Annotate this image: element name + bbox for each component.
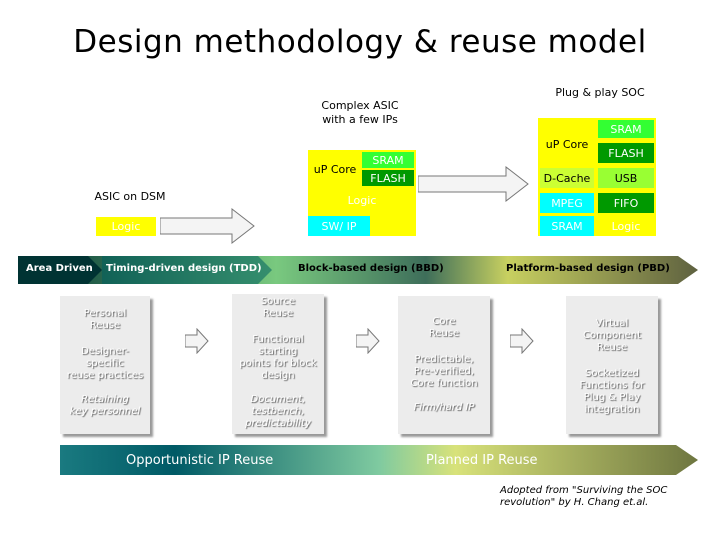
complex-asic-sw-ip: SW/ IP bbox=[308, 216, 370, 236]
card-mid-line: integration bbox=[584, 404, 640, 415]
card-mid-line: reuse practices bbox=[66, 370, 144, 381]
card-arrow-1 bbox=[185, 328, 209, 354]
soc-sram-top: SRAM bbox=[598, 120, 654, 138]
card-heading-line: Personal bbox=[83, 308, 127, 319]
reuse-bar-left-label: Opportunistic IP Reuse bbox=[126, 453, 274, 468]
soc-dcache: D-Cache bbox=[540, 168, 594, 188]
card-heading-line: Component bbox=[582, 330, 642, 341]
plug-play-soc-caption: Plug & play SOC bbox=[555, 86, 645, 99]
source-credit: Adopted from "Surviving the SOC revoluti… bbox=[500, 485, 667, 509]
card-heading-line: Reuse bbox=[262, 308, 294, 319]
complex-asic-flash: FLASH bbox=[362, 170, 414, 186]
card-mid-line: design bbox=[261, 370, 295, 381]
phase-pbd: Platform-based design (PBD) bbox=[506, 263, 670, 274]
card-mid-line: Pre-verified, bbox=[413, 366, 475, 377]
card-mid-line: specific bbox=[86, 358, 124, 369]
card-mid-line: Functional bbox=[252, 334, 304, 345]
card-mid-line: Core function bbox=[410, 378, 478, 389]
card-heading-line: Source bbox=[260, 296, 296, 307]
card-heading-line: Virtual bbox=[595, 318, 629, 329]
reuse-bar-arrow bbox=[60, 445, 698, 475]
card-heading-line: Core bbox=[432, 316, 456, 327]
phase-area-driven: Area Driven bbox=[26, 263, 93, 274]
reuse-card-core: Core Reuse Predictable, Pre-verified, Co… bbox=[398, 296, 490, 434]
complex-asic-up-core: uP Core bbox=[310, 152, 360, 186]
soc-flash: FLASH bbox=[598, 143, 654, 163]
card-bottom-line: Document, bbox=[250, 394, 306, 405]
card-mid-line: Designer- bbox=[81, 346, 129, 357]
soc-logic: Logic bbox=[598, 216, 654, 236]
phase-bbd: Block-based design (BBD) bbox=[298, 263, 444, 274]
soc-fifo: FIFO bbox=[598, 193, 654, 213]
source-credit-line2: revolution" by H. Chang et.al. bbox=[500, 497, 649, 508]
phase-tdd: Timing-driven design (TDD) bbox=[106, 263, 262, 274]
soc-usb: USB bbox=[598, 168, 654, 188]
card-heading-line: Reuse bbox=[428, 328, 460, 339]
card-bottom-line: key personnel bbox=[69, 406, 141, 417]
reuse-card-virtual-component: Virtual Component Reuse Socketized Funct… bbox=[566, 296, 658, 434]
card-heading-line: Reuse bbox=[596, 342, 628, 353]
reuse-card-personal: Personal Reuse Designer- specific reuse … bbox=[60, 296, 150, 434]
soc-sram-bottom: SRAM bbox=[540, 216, 594, 236]
complex-asic-sram: SRAM bbox=[362, 152, 414, 168]
complex-asic-logic: Logic bbox=[310, 189, 414, 211]
page-title: Design methodology & reuse model bbox=[73, 24, 647, 60]
card-bottom-line: predictability bbox=[245, 418, 311, 429]
card-bottom-line: Firm/hard IP bbox=[413, 402, 475, 413]
card-bottom-line: Retaining bbox=[81, 394, 129, 405]
card-arrow-2 bbox=[356, 328, 380, 354]
reuse-card-source: Source Reuse Functional starting points … bbox=[232, 294, 324, 434]
card-bottom-line: testbench, bbox=[251, 406, 305, 417]
soc-up-core: uP Core bbox=[540, 120, 594, 168]
card-mid-line: points for block bbox=[239, 358, 317, 369]
complex-asic-caption: Complex ASIC with a few IPs bbox=[300, 99, 420, 127]
stage-arrow-1 bbox=[160, 208, 255, 244]
source-credit-line1: Adopted from "Surviving the SOC bbox=[500, 485, 668, 496]
complex-asic-caption-line1: Complex ASIC bbox=[321, 99, 399, 112]
card-mid-line: Socketized bbox=[585, 368, 639, 379]
soc-mpeg: MPEG bbox=[540, 193, 594, 213]
card-mid-line: Functions for bbox=[579, 380, 645, 391]
card-heading-line: Reuse bbox=[89, 320, 121, 331]
card-mid-line: Plug & Play bbox=[583, 392, 641, 403]
asic-on-dsm-caption: ASIC on DSM bbox=[94, 190, 166, 203]
card-mid-line: Predictable, bbox=[414, 354, 474, 365]
complex-asic-caption-line2: with a few IPs bbox=[322, 113, 398, 126]
dsm-logic-block: Logic bbox=[96, 217, 156, 236]
stage-arrow-2 bbox=[418, 166, 529, 202]
card-mid-line: starting bbox=[258, 346, 298, 357]
methodology-timeline-arrow bbox=[18, 256, 698, 284]
reuse-bar-right-label: Planned IP Reuse bbox=[426, 453, 538, 468]
card-arrow-3 bbox=[510, 328, 534, 354]
